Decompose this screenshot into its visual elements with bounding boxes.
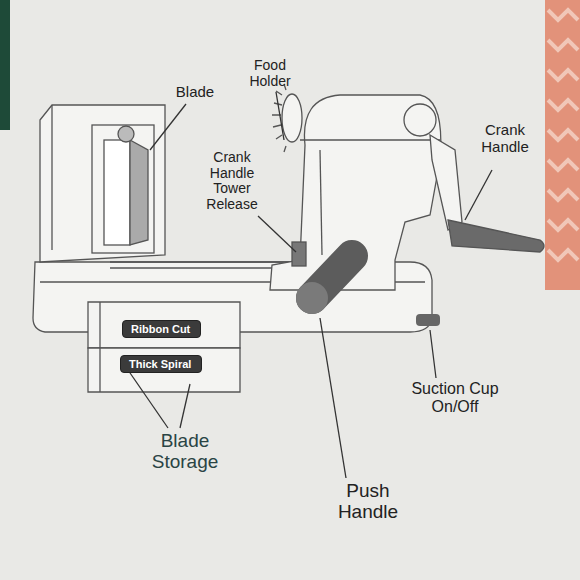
spiralizer — [33, 84, 544, 392]
push-handle-end — [296, 282, 328, 314]
part-label: Crank Handle Tower Release — [192, 150, 272, 213]
suction-knob — [416, 314, 440, 326]
part-label: Food Holder — [240, 58, 300, 89]
fabric-background — [545, 0, 580, 290]
part-label: Blade — [170, 84, 220, 101]
book-edge — [0, 0, 10, 130]
drawer-tag: Ribbon Cut — [122, 320, 201, 338]
part-label: Push Handle — [318, 480, 418, 523]
fabric-pattern — [548, 10, 578, 260]
drawer-tag: Thick Spiral — [120, 355, 202, 373]
tag-text: Ribbon Cut — [131, 323, 192, 335]
part-label: Crank Handle — [470, 122, 540, 156]
part-label: Suction Cup On/Off — [405, 380, 505, 416]
tag-text: Thick Spiral — [129, 358, 193, 370]
leader-lines — [128, 92, 492, 478]
group-label: Blade Storage — [130, 430, 240, 473]
